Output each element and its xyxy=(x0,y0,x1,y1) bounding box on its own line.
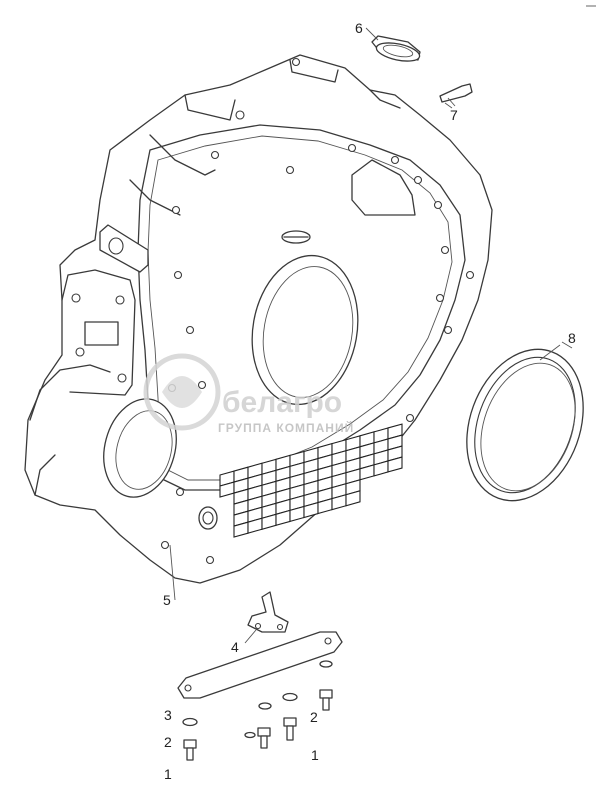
callout-2-left: 2 xyxy=(164,734,172,750)
callout-2-right: 2 xyxy=(310,709,318,725)
cap-part-6 xyxy=(365,27,421,62)
inspection-grid xyxy=(219,423,403,538)
grid-cell xyxy=(345,490,361,507)
callouts: 6 7 8 5 4 3 2 2 1 1 xyxy=(163,20,576,782)
callout-5: 5 xyxy=(163,592,171,608)
callout-1-right: 1 xyxy=(311,747,319,763)
watermark-brand: белагро xyxy=(222,386,342,419)
callout-1-left: 1 xyxy=(164,766,172,782)
leader-lines xyxy=(169,102,561,644)
bolt-center xyxy=(257,727,271,749)
bracket-part-4 xyxy=(247,591,289,633)
grid-cell xyxy=(387,456,403,473)
flywheel-housing xyxy=(24,54,493,584)
cover-plate xyxy=(177,631,343,699)
callout-4: 4 xyxy=(231,639,239,655)
bolt-mid xyxy=(283,717,297,741)
watermark-logo-icon xyxy=(143,353,221,431)
callout-7: 7 xyxy=(450,107,458,123)
watermark: белагро ГРУППА КОМПАНИЙ xyxy=(143,353,354,435)
callout-3: 3 xyxy=(164,707,172,723)
watermark-subtitle: ГРУППА КОМПАНИЙ xyxy=(218,420,354,435)
bolt-left xyxy=(183,739,197,761)
seal-ring-part-8 xyxy=(466,341,584,502)
fasteners xyxy=(182,660,333,761)
bolt-part-7 xyxy=(439,83,473,107)
bolt-right xyxy=(319,689,333,711)
callout-6: 6 xyxy=(355,20,363,36)
callout-8: 8 xyxy=(568,330,576,346)
